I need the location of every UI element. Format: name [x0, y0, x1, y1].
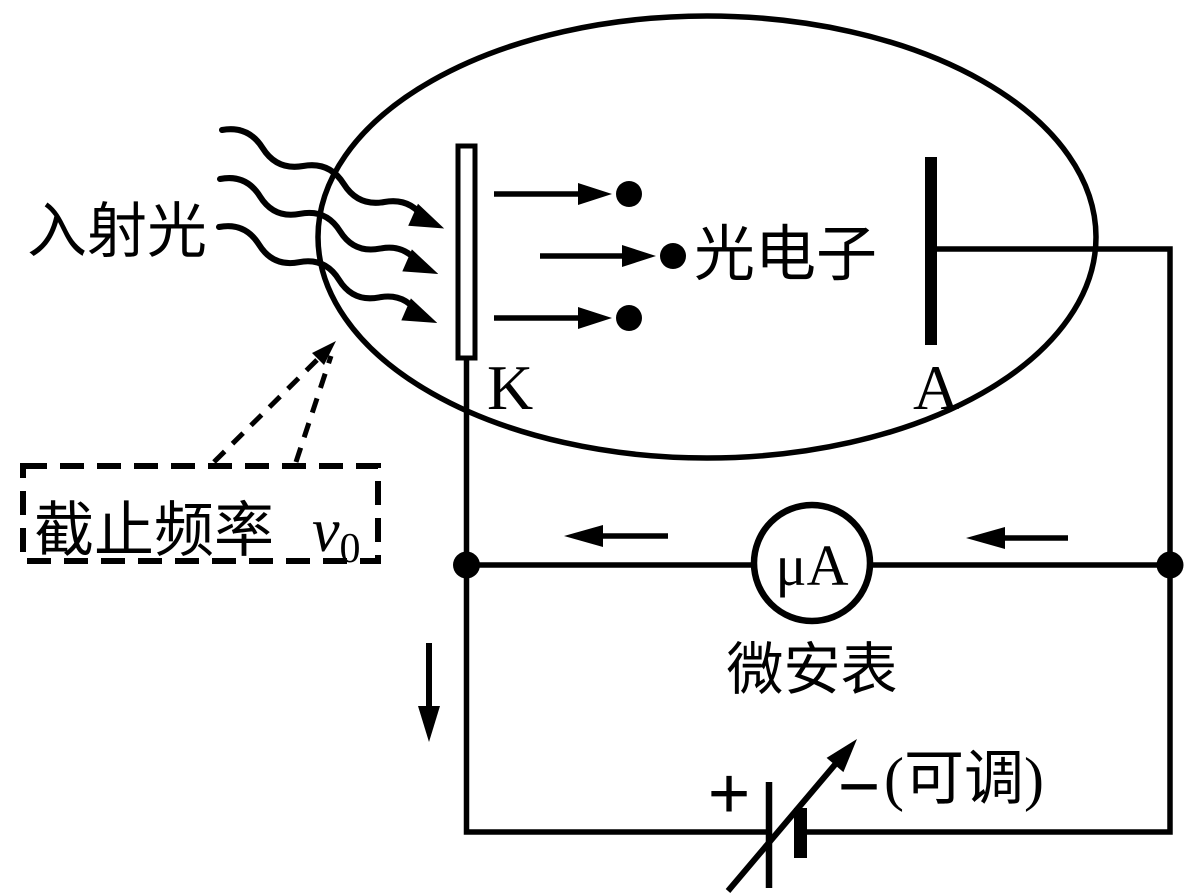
cathode-wire: [463, 358, 769, 835]
photon-arrowheads: [401, 203, 445, 323]
vacuum-tube-ellipse: [315, 13, 1099, 461]
photon-wave-icon: [216, 223, 422, 318]
photon-wave-icon: [219, 126, 428, 223]
adjustable-label: (可调): [884, 746, 1044, 812]
anode-label: A: [913, 352, 959, 423]
down-arrowhead-icon: [418, 706, 440, 742]
callout-dashed-line: [212, 353, 324, 464]
incident-light-label: 入射光: [27, 199, 207, 265]
current-arrows: [564, 525, 1068, 549]
adjustable-arrow: [725, 759, 841, 893]
photon-arrowhead-icon: [402, 249, 439, 274]
cathode-plate: [455, 143, 478, 361]
photon-wave-icon: [217, 175, 423, 269]
electron-dot: [616, 305, 642, 331]
battery-minus-label: −: [837, 745, 880, 829]
callout-dashed-line: [293, 355, 334, 463]
photoelectron-arrowhead-icon: [578, 183, 612, 205]
battery-plus-label: +: [707, 752, 750, 836]
current-arrowhead-icon: [966, 527, 1005, 549]
cathode-label: K: [487, 352, 533, 423]
electron-dot: [660, 243, 686, 269]
photoelectron-arrowhead-icon: [622, 245, 656, 267]
adjustable-arrowhead-icon: [826, 739, 857, 773]
battery-negative-plate: [794, 808, 807, 858]
callout-arrowhead-icon: [312, 341, 336, 365]
junction-dot-left: [453, 551, 480, 579]
anode-plate: [925, 157, 937, 345]
photoelectron-arrows: [494, 191, 624, 321]
anode-wire: [807, 246, 1173, 835]
cutoff-frequency-label: 截止频率: [34, 498, 274, 564]
current-arrowhead-icon: [564, 525, 603, 547]
microammeter-circle: [750, 501, 874, 625]
cutoff-frequency-symbol: v0: [312, 497, 361, 572]
photoelectron-label: 光电子: [694, 222, 877, 289]
photon-arrowhead-icon: [401, 298, 438, 323]
dashed-callout-box: [20, 463, 381, 564]
meter-name-label: 微安表: [727, 639, 898, 702]
junction-dot-right: [1156, 551, 1184, 579]
photon-wave-icon-group: [216, 126, 428, 318]
photoelectron-arrowheads: [578, 181, 686, 331]
photoelectron-arrowhead-icon: [578, 307, 612, 329]
photon-arrowhead-icon: [408, 203, 445, 229]
microammeter-label: μA: [776, 533, 849, 598]
electron-dot: [616, 181, 642, 207]
